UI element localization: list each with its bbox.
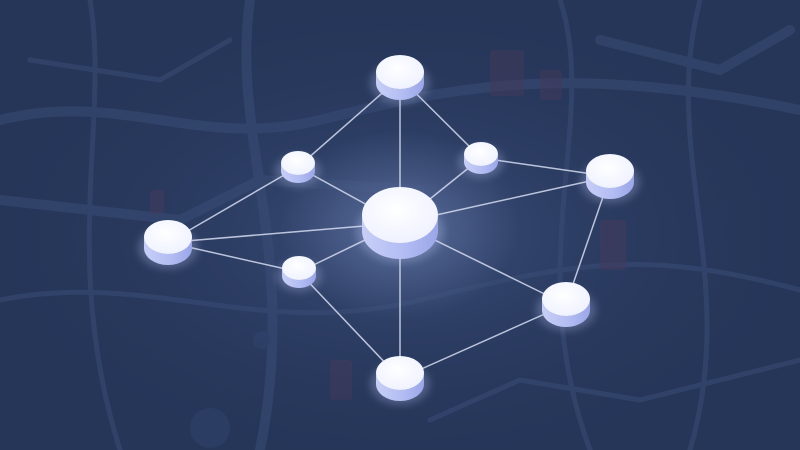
node-top bbox=[464, 142, 498, 166]
node-top bbox=[376, 356, 424, 390]
node-side bbox=[586, 171, 634, 199]
map-marker bbox=[253, 331, 271, 349]
map-block bbox=[600, 220, 626, 270]
map-block bbox=[150, 190, 164, 214]
node-upper-left-small bbox=[275, 151, 321, 187]
node-top bbox=[586, 154, 634, 188]
node-top bbox=[144, 220, 192, 254]
map-road-line bbox=[0, 78, 800, 134]
node-side bbox=[376, 373, 424, 401]
map-road-line bbox=[595, 25, 795, 76]
map-marker bbox=[190, 408, 230, 448]
map-block bbox=[540, 70, 562, 100]
node-bottom bbox=[370, 356, 430, 405]
node-lower-left-small bbox=[276, 256, 322, 292]
node-top bbox=[281, 151, 315, 175]
node-side bbox=[282, 268, 316, 288]
node-side bbox=[464, 154, 498, 174]
node-lower-right bbox=[536, 282, 596, 331]
map-road-line bbox=[557, 0, 593, 450]
node-left bbox=[138, 220, 198, 269]
node-top bbox=[282, 256, 316, 280]
node-side bbox=[376, 72, 424, 100]
map-road-line bbox=[427, 357, 800, 423]
node-side bbox=[542, 299, 590, 327]
map-road-line bbox=[86, 0, 123, 450]
node-upper-right-small bbox=[458, 142, 504, 178]
map-road-line bbox=[241, 0, 278, 450]
node-hub bbox=[356, 187, 444, 263]
node-top bbox=[362, 187, 438, 243]
edge-lower-left-small-bottom bbox=[298, 271, 401, 380]
map-block bbox=[330, 360, 352, 400]
node-side bbox=[281, 163, 315, 183]
map-road-line bbox=[27, 37, 233, 83]
map-block bbox=[490, 50, 524, 96]
node-side bbox=[144, 237, 192, 265]
node-top bbox=[542, 282, 590, 316]
node-top bbox=[376, 55, 424, 89]
node-top bbox=[370, 55, 430, 104]
node-side bbox=[362, 215, 438, 259]
nodes bbox=[138, 55, 640, 405]
node-right bbox=[580, 154, 640, 203]
